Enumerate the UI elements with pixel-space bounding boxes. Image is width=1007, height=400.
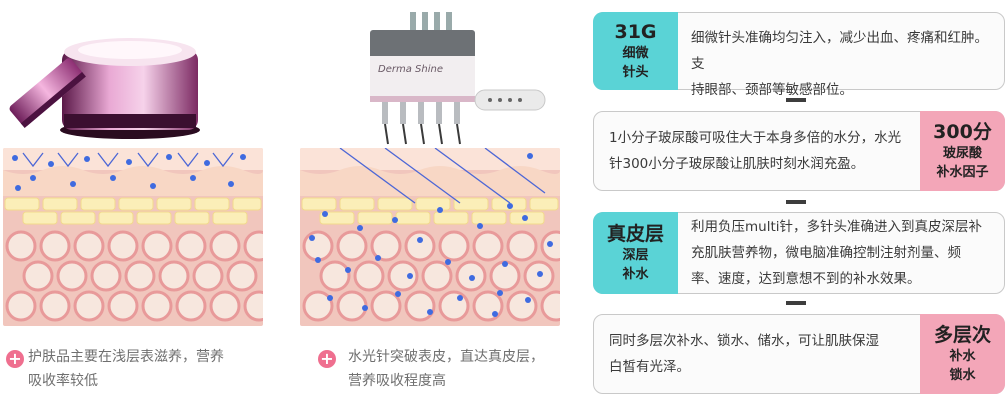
card-tag-sub: 补水因子 [936, 165, 989, 180]
card-text-line: 针300小分子玻尿酸让肌肤时刻水润充盈。 [609, 156, 865, 172]
card-tag-sub: 补水 [622, 267, 649, 282]
card-text-line: 利用负压multi针，多针头准确进入到真皮深层补 [691, 219, 983, 235]
card-text-line: 同时多层次补水、锁水、储水，可让肌肤保湿 [609, 333, 879, 349]
card-tag: 300分 玻尿酸 补水因子 [920, 111, 1005, 191]
card-tag: 真皮层 深层 补水 [593, 212, 678, 294]
card-text: 1小分子玻尿酸可吸住大于本身多倍的水分，水光 针300小分子玻尿酸让肌肤时刻水润… [609, 125, 919, 177]
card-text-line: 细微针头准确均匀注入，减少出血、疼痛和红肿。支 [691, 30, 988, 72]
card-text: 利用负压multi针，多针头准确进入到真皮深层补 充肌肤营养物，微电脑准确控制注… [691, 214, 1001, 292]
card-text-line: 持眼部、颈部等敏感部位。 [691, 82, 853, 98]
card-text-line: 充肌肤营养物，微电脑准确控制注射剂量、频 [691, 245, 961, 261]
feature-card-31g: 31G 细微 针头 细微针头准确均匀注入，减少出血、疼痛和红肿。支 持眼部、颈部… [593, 12, 1005, 98]
card-text-line: 1小分子玻尿酸可吸住大于本身多倍的水分，水光 [609, 130, 902, 146]
card-text-line: 白皙有光泽。 [609, 359, 690, 375]
separator [786, 200, 806, 204]
caption-line: 吸收率较低 [28, 373, 98, 389]
card-tag-title: 300分 [933, 121, 992, 143]
card-tag: 31G 细微 针头 [593, 12, 678, 90]
separator [786, 98, 806, 102]
card-tag-sub: 玻尿酸 [942, 146, 982, 161]
card-text-line: 率、速度，达到意想不到的补水效果。 [691, 271, 921, 287]
skin-layer-panel-shallow [3, 148, 263, 326]
plus-icon: + [6, 350, 24, 368]
caption-line: 营养吸收程度高 [348, 373, 446, 389]
feature-card-300: 1小分子玻尿酸可吸住大于本身多倍的水分，水光 针300小分子玻尿酸让肌肤时刻水润… [593, 111, 1005, 191]
card-text: 细微针头准确均匀注入，减少出血、疼痛和红肿。支 持眼部、颈部等敏感部位。 [691, 25, 1001, 103]
feature-card-multilayer: 同时多层次补水、锁水、储水，可让肌肤保湿 白皙有光泽。 多层次 补水 锁水 [593, 314, 1005, 394]
card-tag-sub: 细微 [622, 46, 649, 61]
plus-icon: + [318, 350, 336, 368]
caption-water-needle: 水光针突破表皮，直达真皮层， 营养吸收程度高 [348, 345, 544, 393]
separator [786, 301, 806, 305]
card-text: 同时多层次补水、锁水、储水，可让肌肤保湿 白皙有光泽。 [609, 328, 919, 380]
cream-jar-illustration [0, 20, 230, 145]
skin-layer-panel-deep [300, 148, 560, 326]
caption-skincare: 护肤品主要在浅层表滋养，营养 吸收率较低 [28, 345, 224, 393]
card-tag-title: 多层次 [933, 324, 991, 346]
caption-line: 护肤品主要在浅层表滋养，营养 [28, 349, 224, 365]
device-logo: Derma Shine [378, 64, 443, 75]
caption-line: 水光针突破表皮，直达真皮层， [348, 349, 544, 365]
derma-device-illustration: Derma Shine [360, 12, 550, 152]
card-tag-sub: 针头 [622, 65, 649, 80]
card-tag-title: 31G [614, 21, 657, 43]
card-tag-sub: 补水 [949, 349, 976, 364]
card-tag: 多层次 补水 锁水 [920, 314, 1005, 394]
feature-card-dermis: 真皮层 深层 补水 利用负压multi针，多针头准确进入到真皮深层补 充肌肤营养… [593, 212, 1005, 294]
card-tag-sub: 深层 [622, 248, 649, 263]
card-tag-title: 真皮层 [606, 223, 664, 245]
card-tag-sub: 锁水 [949, 368, 976, 383]
